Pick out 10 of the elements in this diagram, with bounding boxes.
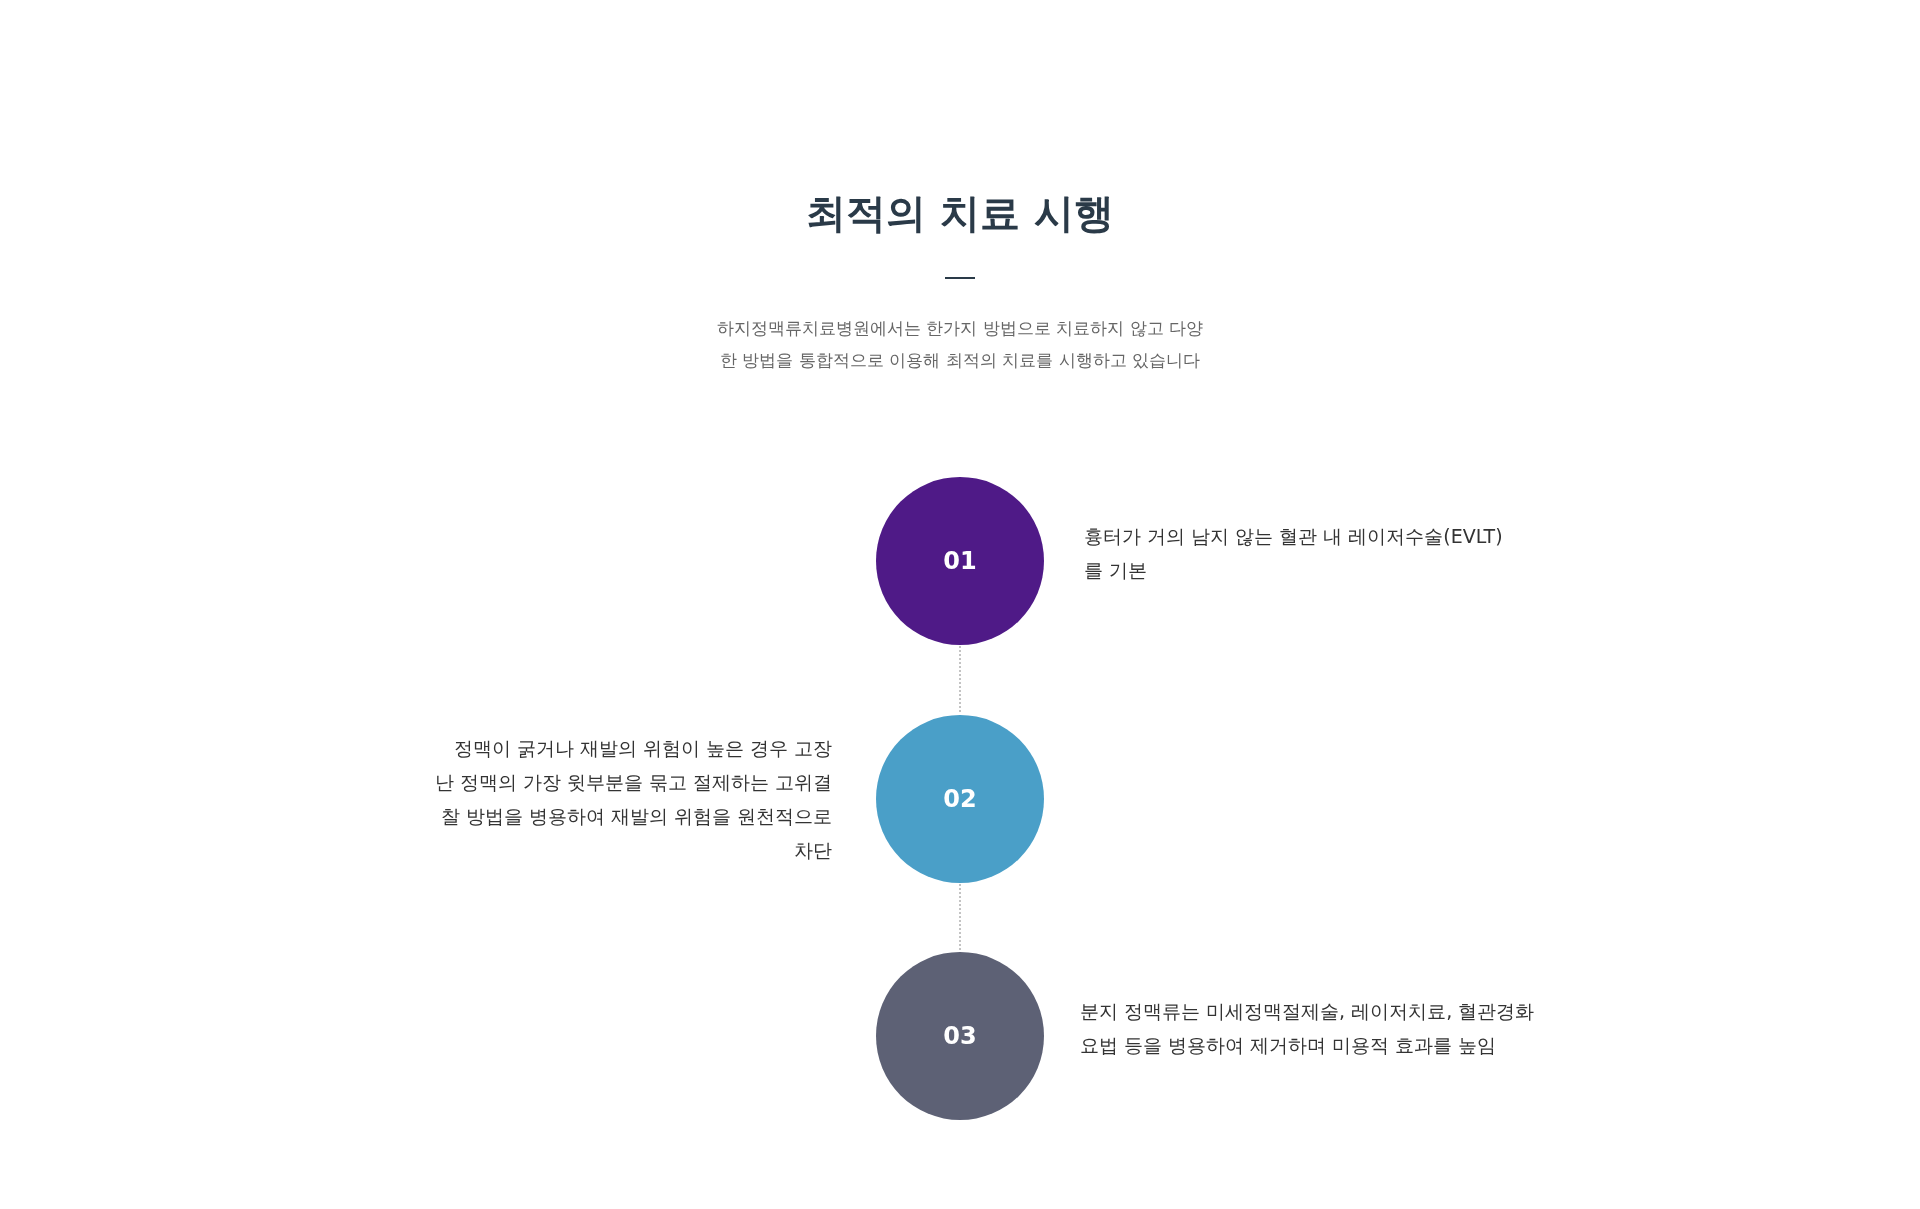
step-description: 정맥이 굵거나 재발의 위험이 높은 경우 고장 난 정맥의 가장 윗부분을 묶고 절제하는 고위결찰 방법을 병용하여 재발의 위험을 원천적으로 차단 [433,736,832,863]
connector-line [959,645,961,715]
step-description: 분지 정맥류는 미세정맥절제술, 레이저치료, 혈관경화요법 등을 병용하여 제거하며 미용적 효과를 높임 [1080,999,1536,1058]
step-number: 02 [943,785,977,813]
step-number: 01 [943,547,977,575]
heading: 최적의 치료 시행 [806,189,1114,238]
intro-text: 하지정맥류치료병원에서는 한가지 방법으로 치료하지 않고 다양한 방법을 통합적으로 이용해 최적의 치료를 시행하고 있습니다 [716,317,1204,372]
connector-line [959,883,961,952]
step-number: 03 [943,1022,977,1050]
step-description: 흉터가 거의 남지 않는 혈관 내 레이저수술(EVLT)를 기본 [1084,524,1504,583]
